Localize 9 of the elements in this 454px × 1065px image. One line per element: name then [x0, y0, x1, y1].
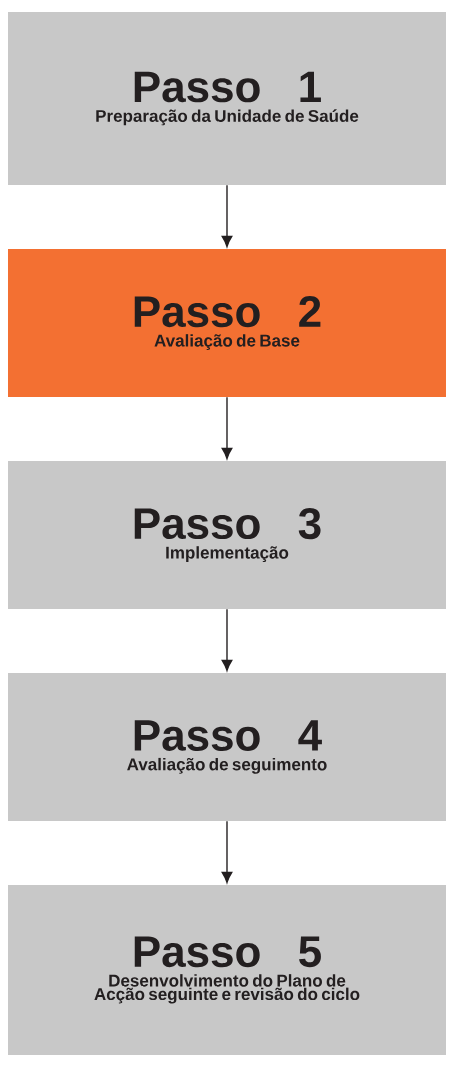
step-box: Passo 1 Preparação da Unidade de Saúde	[8, 12, 446, 185]
arrow	[221, 608, 233, 672]
arrow	[221, 820, 233, 884]
step-box: Passo 5 Desenvolvimento do Plano de Acção seguinte e revisão do ciclo	[8, 885, 446, 1055]
step-box: Passo 3 Implementação	[8, 461, 446, 609]
step-box: Passo 4 Avaliação de seguimento	[8, 673, 446, 821]
arrow	[221, 184, 233, 248]
arrow	[221, 396, 233, 460]
step-box: Passo 2 Avaliação de Base	[8, 249, 446, 397]
